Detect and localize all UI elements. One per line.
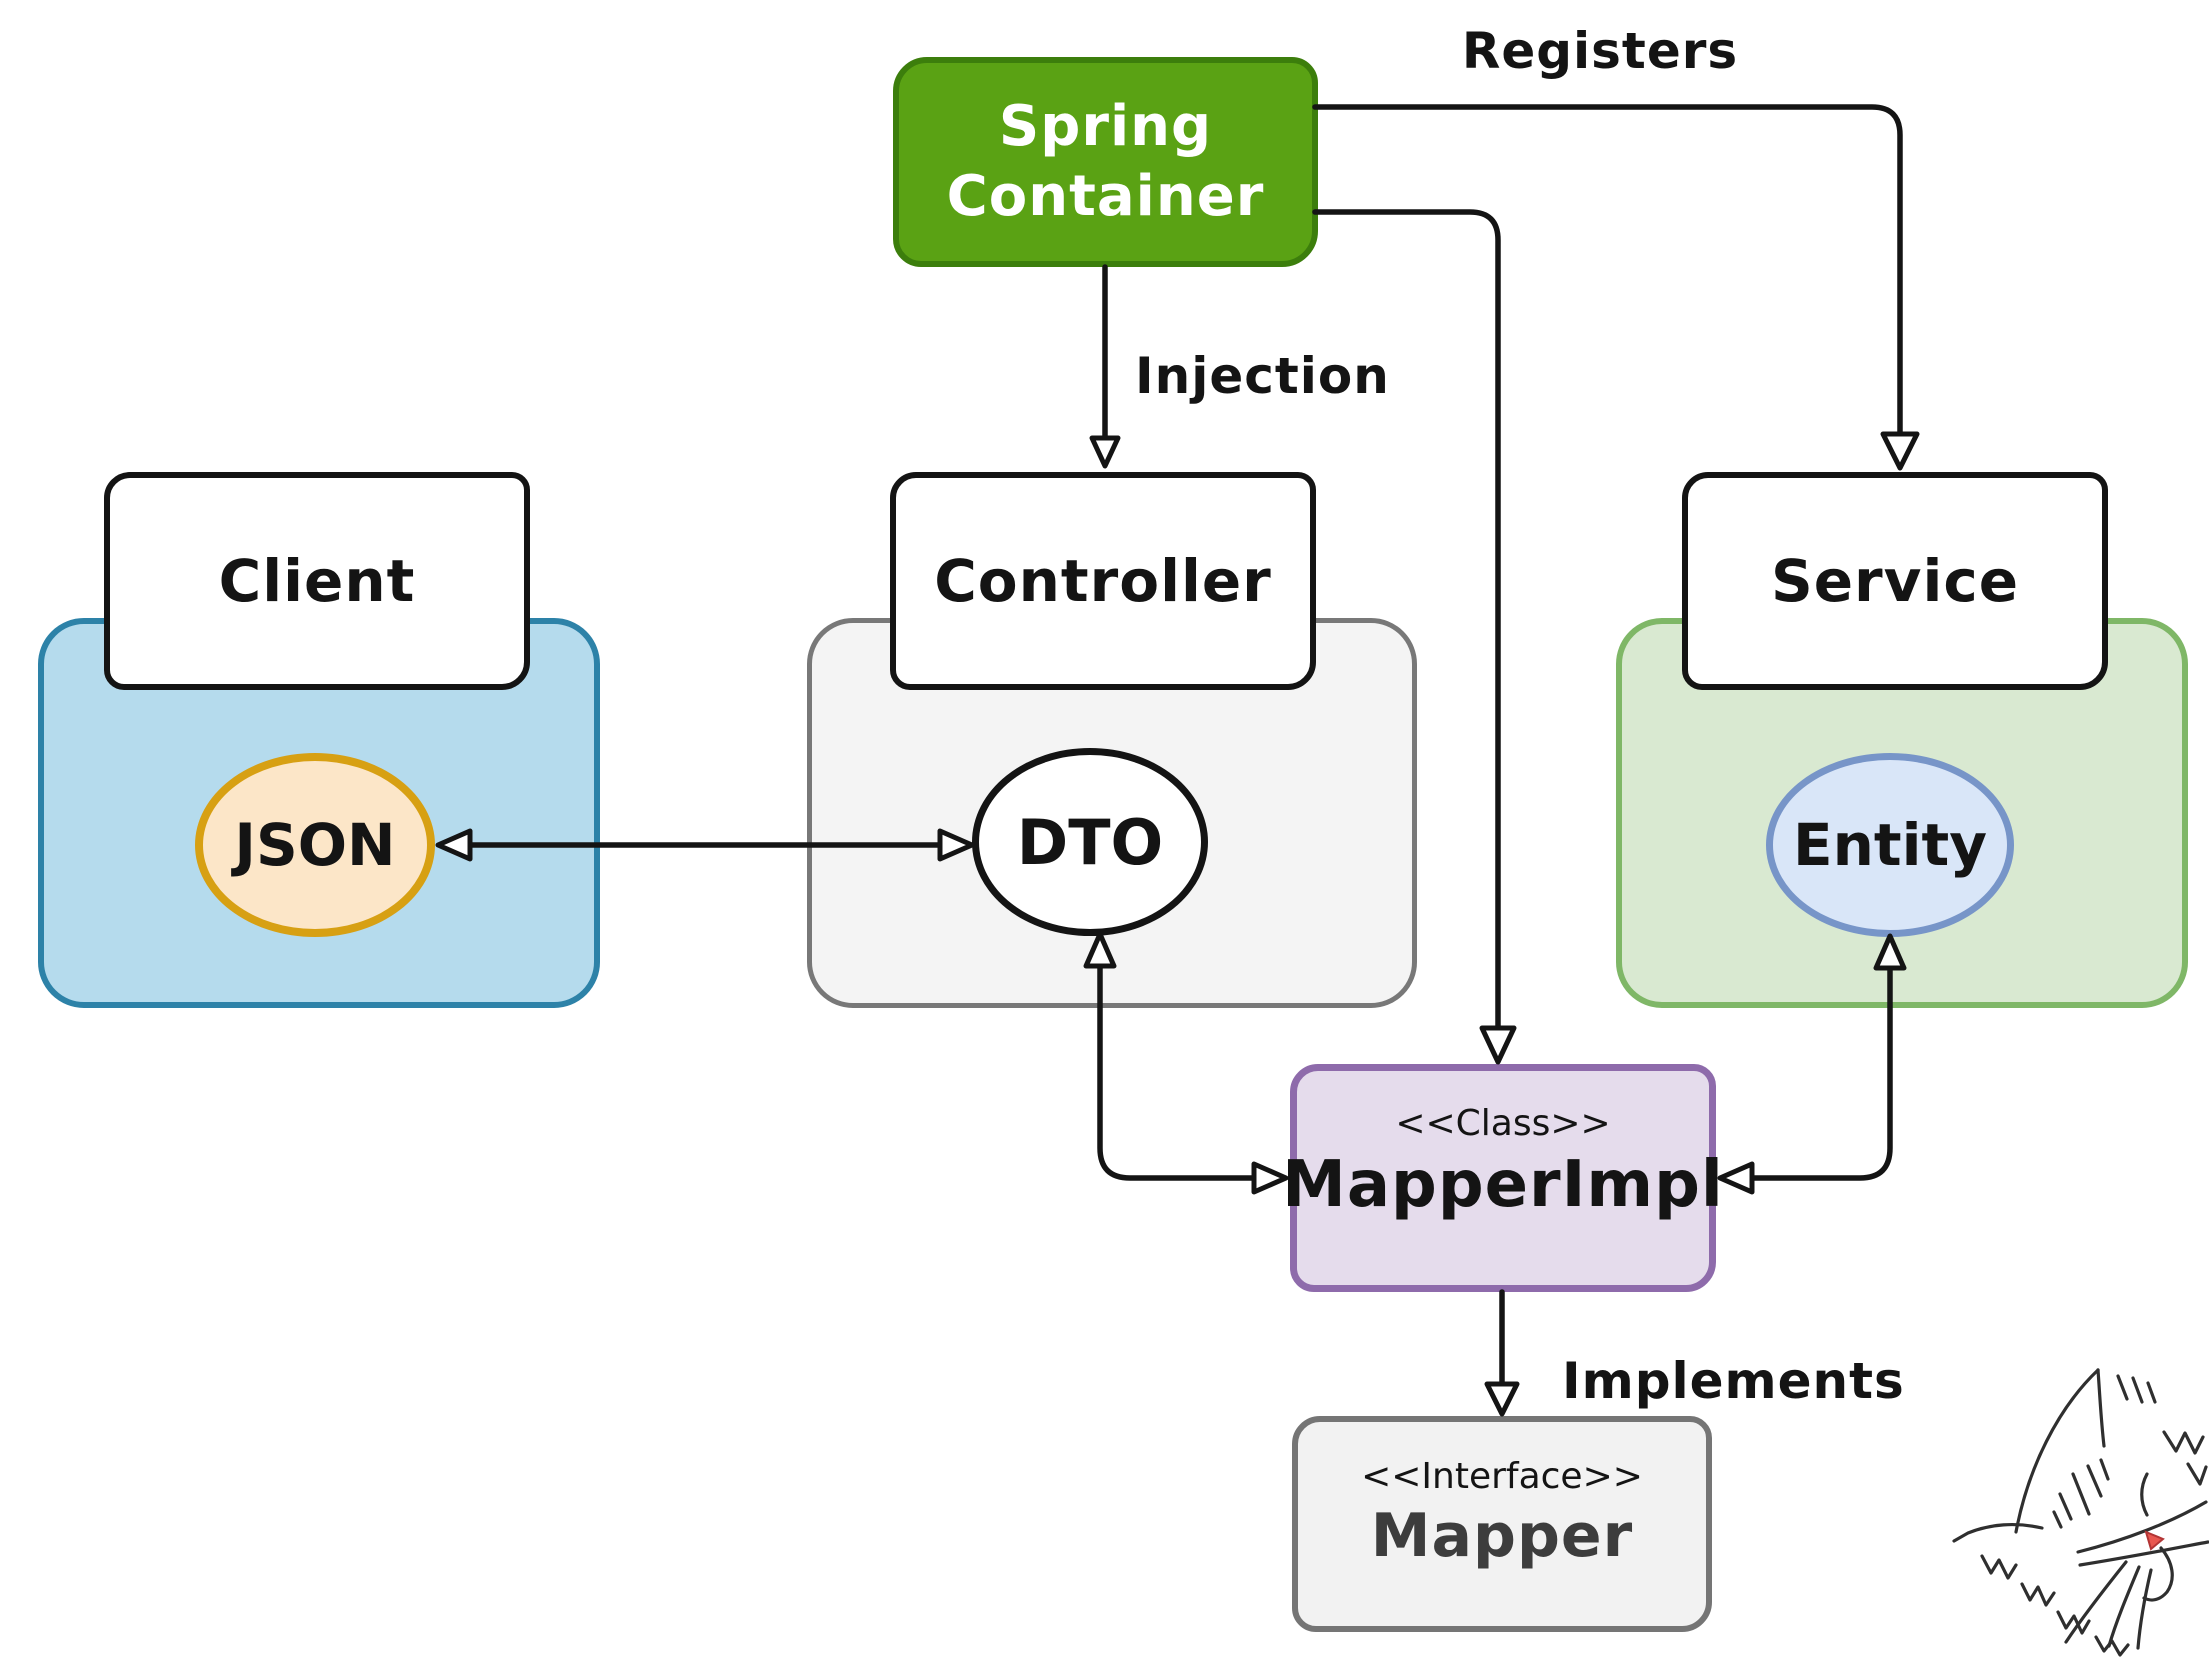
spring-to-mapperimpl-arrowhead (1479, 1025, 1517, 1065)
spring-container-label-line1: Spring (998, 94, 1213, 159)
mapper-impl-stereotype: <<Class>> (1395, 1103, 1611, 1144)
entity-node: Entity (1766, 753, 2014, 937)
injection-arrowhead (1089, 435, 1121, 469)
dto-label: DTO (1016, 805, 1164, 879)
cat-ear-inner-line (2096, 1368, 2106, 1448)
cat-ear-line (2014, 1368, 2100, 1534)
spring-container-label-line2: Container (946, 164, 1265, 229)
cat-brow-line (1952, 1523, 2044, 1543)
cat-left-fur (1980, 1554, 2130, 1657)
implements-arrowhead (1484, 1381, 1520, 1417)
mapperimpl-right-arrowhead (1717, 1161, 1755, 1195)
registers-connector (1312, 104, 1903, 437)
cat-cheek (2142, 1546, 2174, 1602)
client-node: Client (104, 472, 530, 690)
cat-ear-hatch (2116, 1374, 2157, 1404)
cat-face-hatch (2052, 1458, 2110, 1529)
implements-edge-label: Implements (1562, 1352, 1905, 1410)
json-label: JSON (234, 811, 396, 879)
mapper-impl-label: MapperImpl (1282, 1148, 1724, 1222)
mapper-interface-node: <<Interface>> Mapper (1292, 1416, 1712, 1632)
injection-edge-label: Injection (1135, 347, 1390, 405)
service-label: Service (1770, 547, 2020, 615)
controller-label: Controller (934, 547, 1272, 615)
cat-whiskers-right (2076, 1500, 2209, 1567)
cat-right-fur (2162, 1430, 2208, 1486)
controller-node: Controller (890, 472, 1316, 690)
entity-label: Entity (1792, 811, 1988, 879)
cat-whiskers-down (2064, 1560, 2153, 1650)
service-node: Service (1682, 472, 2108, 690)
json-node: JSON (195, 753, 435, 937)
registers-arrowhead (1880, 431, 1920, 471)
mapper-interface-stereotype: <<Interface>> (1361, 1456, 1643, 1497)
dto-node: DTO (972, 748, 1208, 936)
spring-container-node: Spring Container (893, 57, 1318, 267)
cat-doodle (1952, 1368, 2209, 1657)
cat-nose (2144, 1530, 2165, 1551)
mapper-impl-node: <<Class>> MapperImpl (1282, 1064, 1723, 1292)
registers-edge-label: Registers (1461, 22, 1739, 80)
mapper-interface-label: Mapper (1370, 1501, 1634, 1571)
client-label: Client (218, 547, 416, 615)
cat-eye (2140, 1472, 2149, 1517)
